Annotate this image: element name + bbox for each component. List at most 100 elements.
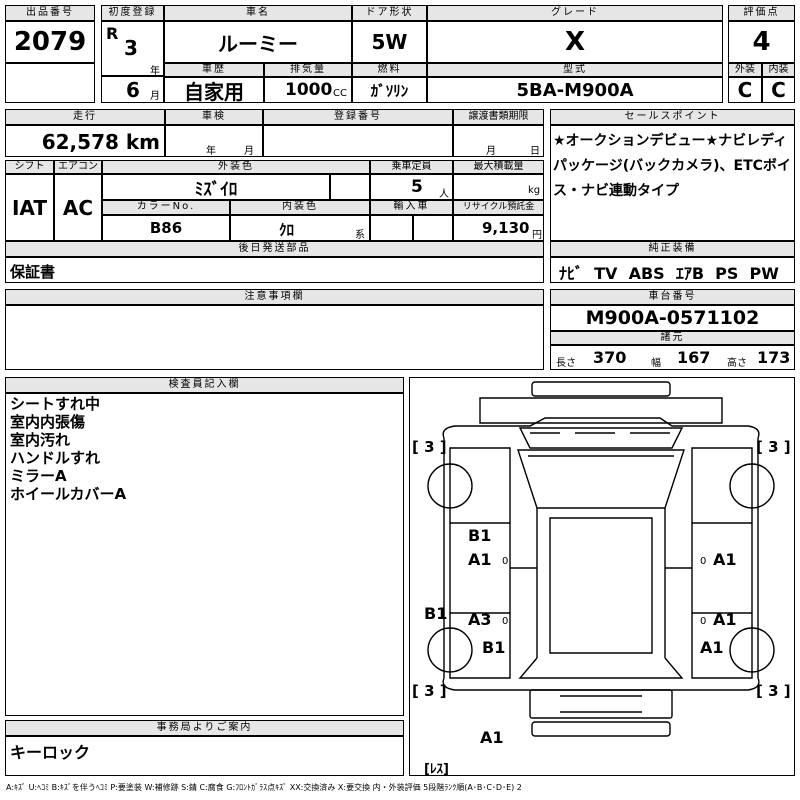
import-a [370,215,413,241]
car-diagram: [ 3 ] [ 3 ] [ 3 ] [ 3 ] B1 A1 A1 B1 A3 A… [409,377,795,777]
grade: X [427,21,723,63]
model-label: 型式 [427,63,723,77]
reg-year: 3 [124,36,138,60]
color: ﾐｽﾞｲﾛ [102,174,330,200]
shift: IAT [5,174,54,241]
tire-rl: [ 3 ] [412,682,447,700]
mark-zero: 0 [502,556,509,567]
recycle-cell: 9,130 円 [453,215,544,241]
int-color-unit: 系 [355,230,365,241]
load-unit: kg [528,185,541,196]
lot-label: 出品番号 [5,5,95,21]
tire-fr: [ 3 ] [756,438,791,456]
month-unit: 月 [150,91,160,102]
ac: AC [54,174,102,241]
color-no-label: カラーNo. [102,200,230,215]
chassis-label: 車台番号 [550,289,795,305]
ext-score: C [728,77,762,103]
car-outline-svg [427,381,775,737]
inspector-line: シートすれ中 [10,395,101,413]
color-no: B86 [102,215,230,241]
history: 自家用 [164,77,264,104]
ac-label: エアコン [54,160,102,174]
year-unit: 年 [150,66,160,77]
wid-label: 幅 [651,358,661,369]
inspector-notes: シートすれ中 室内内張傷 室内汚れ ハンドルすれ ミラーA ホイールカバーA [5,393,404,716]
model: 5BA-M900A [427,77,723,103]
mark-a3: A3 [468,610,492,629]
shift-label: シフト [5,160,54,174]
seats-label: 乗車定員 [370,160,453,174]
score-label: 評価点 [728,5,795,21]
int-color-label: 内装色 [230,200,370,215]
fuel-label: 燃料 [352,63,427,77]
len-label: 長さ [556,358,576,369]
inspection-label: 車検 [165,109,263,125]
inspector-line: ホイールカバーA [10,485,127,503]
notes-label: 注意事項欄 [5,289,544,305]
equipment: ﾅﾋﾞ TV ABS ｴｱB PS PW [550,257,795,283]
int-label: 内装 [762,63,795,77]
seats-cell: 5 人 [370,174,453,200]
import-label: 輸入車 [370,200,453,215]
load-cell: kg [453,174,544,200]
recycle-label: リサイクル預託金 [453,200,544,215]
displacement-cell: 1000 CC [264,77,352,103]
inspector-line: 室内内張傷 [10,413,86,431]
mark-b1: B1 [468,526,492,545]
insp-year-unit: 年 [206,146,216,157]
recycle-unit: 円 [532,230,542,241]
tire-rr: [ 3 ] [756,682,791,700]
import-b [413,215,453,241]
door-label: ドア形状 [352,5,427,21]
door-type: 5W [352,21,427,63]
later-label: 後日発送部品 [5,241,544,257]
inspector-label: 検査員記入欄 [5,377,404,393]
plate-cell [263,125,453,157]
transfer-cell: 月 日 [453,125,544,157]
mark-a1: A1 [468,550,492,569]
transfer-label: 譲渡書類期限 [453,109,544,125]
displacement: 1000 [285,80,333,100]
les-label: [ﾚｽ] [424,762,449,777]
office-notice: キーロック [5,736,404,776]
recycle: 9,130 [482,219,530,237]
sales-label: セールスポイント [550,109,795,125]
mark-b1: B1 [424,604,448,623]
inspector-line: ハンドルすれ [10,449,101,467]
lot-blank [5,63,95,103]
tire-fl: [ 3 ] [412,438,447,456]
mark-zero: 0 [502,616,509,627]
car-name-label: 車名 [164,5,352,21]
first-reg-month: 6 月 [101,76,164,103]
grade-label: グレード [427,5,723,21]
era: R [106,24,119,43]
length: 370 [593,348,627,367]
seats-unit: 人 [439,189,449,200]
office-label: 事務局よりご案内 [5,720,404,736]
int-color: ｸﾛ [279,221,295,239]
history-label: 車歴 [164,63,264,77]
tr-month-unit: 月 [486,146,496,157]
displacement-label: 排気量 [264,63,352,77]
mileage-label: 走行 [5,109,165,125]
chassis-number: M900A-0571102 [550,305,795,331]
width: 167 [677,348,711,367]
seats: 5 [411,177,423,197]
dims-cell: 長さ 370 幅 167 高さ 173 [550,345,795,370]
mark-a1: A1 [700,638,724,657]
mark-zero: 0 [700,556,707,567]
tr-day-unit: 日 [530,146,540,157]
later-parts: 保証書 [5,257,544,283]
reg-month: 6 [126,78,140,102]
sales-point: ★オークションデビュー★ナビレディパッケージ(バックカメラ)、ETCボイス・ナビ… [550,125,795,241]
inspector-line: 室内汚れ [10,431,71,449]
mark-zero: 0 [700,616,707,627]
mileage-cell: 62,578 km [5,125,165,157]
equip-label: 純正装備 [550,241,795,257]
mark-a1: A1 [713,610,737,629]
load-label: 最大積載量 [453,160,544,174]
cc-unit: CC [333,88,347,99]
inspection-cell: 年 月 [165,125,263,157]
inspector-line: ミラーA [10,467,67,485]
